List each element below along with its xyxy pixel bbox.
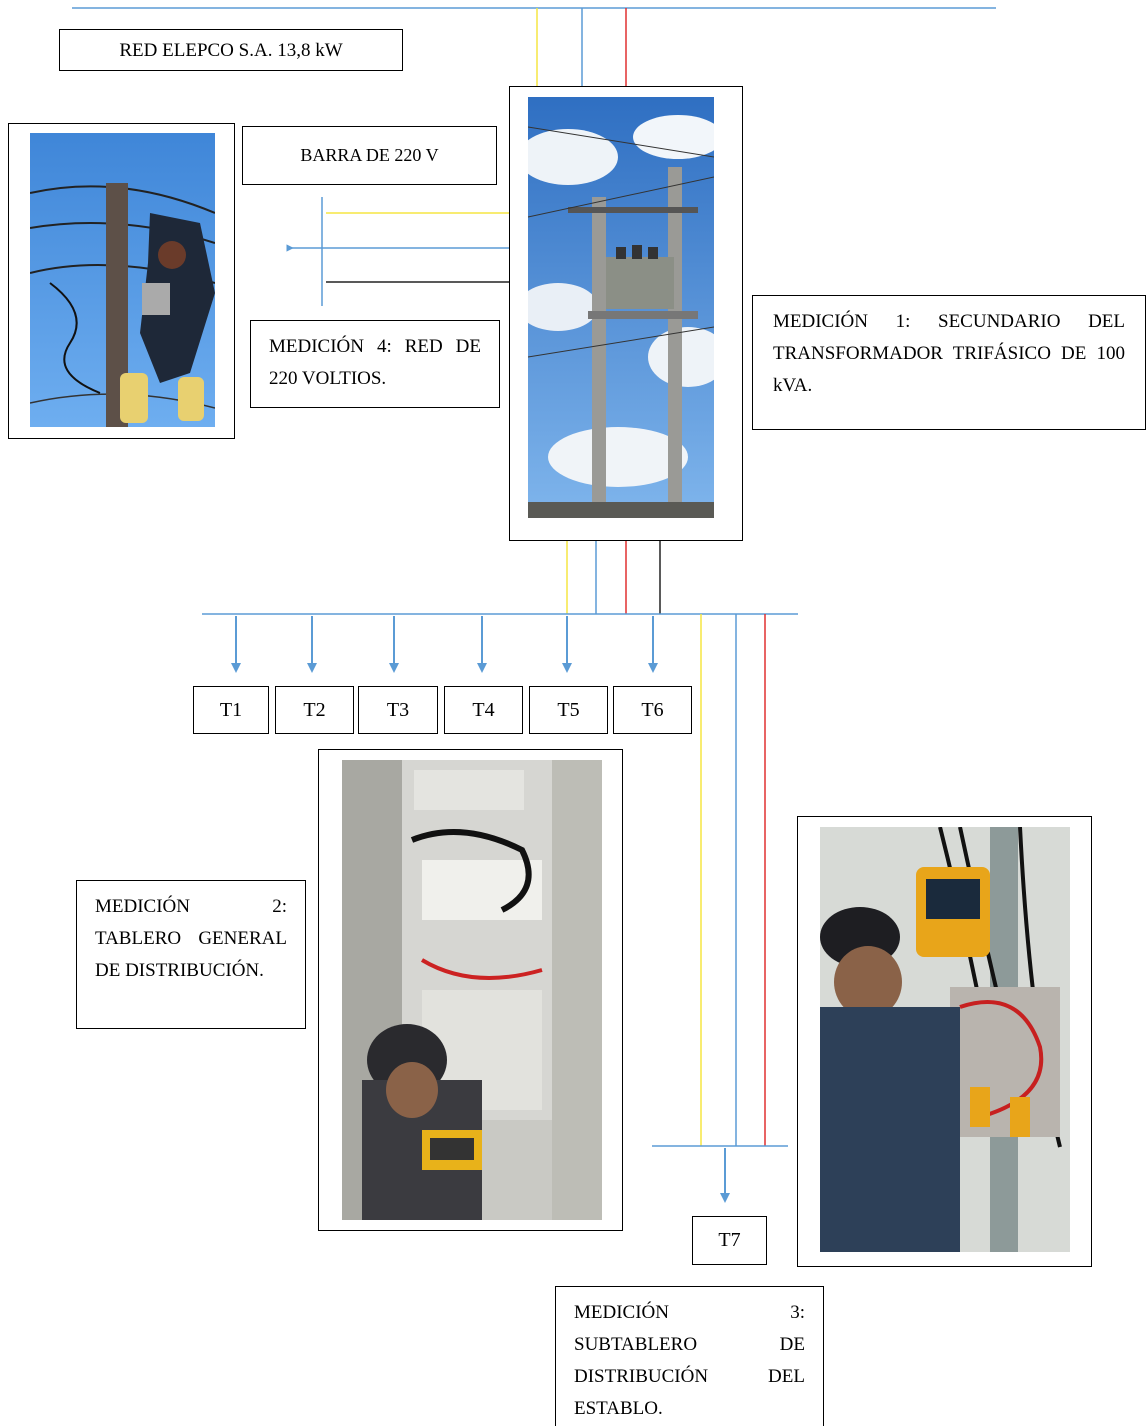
transformer-label: T4 <box>472 698 495 721</box>
medicion-3-label: MEDICIÓN 3: SUBTABLERO DE DISTRIBUCIÓN D… <box>555 1286 824 1426</box>
medicion-3-text: MEDICIÓN 3: SUBTABLERO DE DISTRIBUCIÓN D… <box>574 1302 805 1419</box>
transformer-label: T5 <box>557 698 580 721</box>
medicion-4-label: MEDICIÓN 4: RED DE 220 VOLTIOS. <box>250 320 500 408</box>
medicion-1-label: MEDICIÓN 1: SECUNDARIO DEL TRANSFORMADOR… <box>752 295 1146 430</box>
transformer-t3: T3 <box>358 686 438 734</box>
transformer-t6: T6 <box>613 686 692 734</box>
transformer-t2: T2 <box>275 686 354 734</box>
feeder-arrows <box>231 616 658 673</box>
main-panel-photo <box>342 760 602 1220</box>
transformer-label: T2 <box>303 698 326 721</box>
barra-220-text: BARRA DE 220 V <box>300 145 439 165</box>
transformer-label: T3 <box>386 698 410 721</box>
red-elepco-text: RED ELEPCO S.A. 13,8 kW <box>119 39 343 61</box>
barra-220-label: BARRA DE 220 V <box>242 126 497 185</box>
medicion-1-text: MEDICIÓN 1: SECUNDARIO DEL TRANSFORMADOR… <box>773 311 1125 396</box>
transformer-t1: T1 <box>193 686 269 734</box>
transformer-t5: T5 <box>529 686 608 734</box>
transformer-t7: T7 <box>692 1216 767 1265</box>
transformer-t4: T4 <box>444 686 523 734</box>
transformer-photo <box>528 97 714 518</box>
transformer-label: T6 <box>641 698 664 721</box>
subpanel-photo <box>820 827 1070 1252</box>
lineman-photo <box>30 133 215 427</box>
transformer-label: T7 <box>718 1229 741 1251</box>
medicion-2-label: MEDICIÓN 2: TABLERO GENERAL DE DISTRIBUC… <box>76 880 306 1029</box>
red-elepco-label: RED ELEPCO S.A. 13,8 kW <box>59 29 403 71</box>
transformer-label: T1 <box>219 698 243 721</box>
medicion-2-text: MEDICIÓN 2: TABLERO GENERAL DE DISTRIBUC… <box>95 896 287 981</box>
medicion-4-text: MEDICIÓN 4: RED DE 220 VOLTIOS. <box>269 336 481 389</box>
